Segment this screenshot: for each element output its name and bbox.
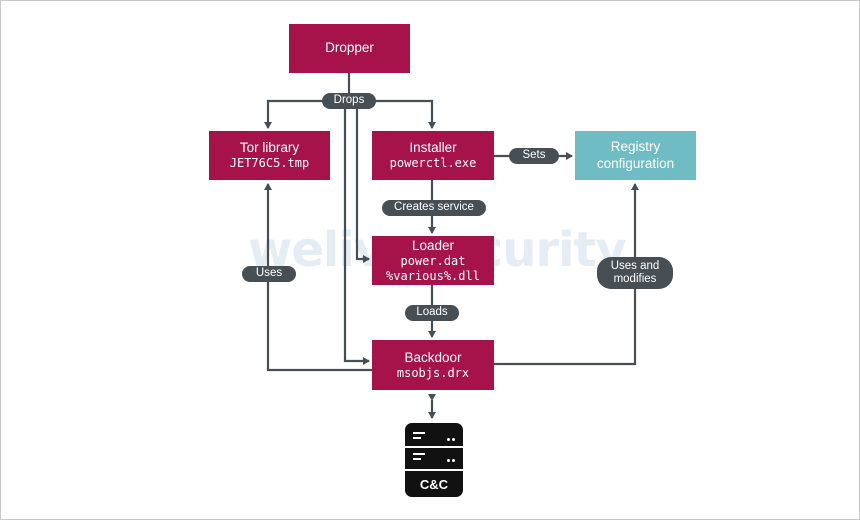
edge-uses-tor [264, 183, 372, 372]
loader-file-1: power.dat [400, 254, 466, 269]
backdoor-file: msobjs.drx [396, 365, 470, 380]
node-tor-library: Tor library JET76C5.tmp [209, 131, 330, 180]
cc-label: C&C [419, 477, 449, 492]
node-dropper: Dropper [289, 24, 410, 73]
edge-uses-modifies-registry [494, 183, 639, 366]
server-slot-line [413, 458, 421, 460]
backdoor-label: Backdoor [404, 349, 462, 365]
registry-label-line1: Registry [610, 139, 661, 155]
edge-drops-loader [355, 101, 370, 263]
node-installer: Installer powerctl.exe [372, 131, 494, 180]
loader-label: Loader [411, 238, 455, 254]
loader-file-2: %various%.dll [386, 268, 480, 283]
uses-and-modifies-line1: Uses and [610, 259, 660, 272]
edge-drops-installer [349, 99, 436, 129]
edge-label-loads: Loads [405, 305, 459, 321]
uses-and-modifies-line2: modifies [613, 273, 657, 285]
server-led [447, 438, 450, 441]
server-icon: C&C [405, 423, 463, 497]
dropper-label: Dropper [325, 40, 374, 56]
node-loader: Loader power.dat %various%.dll [372, 236, 494, 285]
server-slot-line [413, 432, 425, 434]
edge-label-uses: Uses [242, 266, 296, 282]
edge-label-uses-and-modifies: Uses and modifies [597, 257, 673, 289]
registry-label-line2: configuration [596, 155, 675, 171]
edge-label-creates-service: Creates service [382, 200, 486, 216]
server-slot-line [413, 453, 425, 455]
edge-label-sets: Sets [509, 148, 559, 164]
tor-library-file: JET76C5.tmp [229, 156, 310, 171]
installer-label: Installer [409, 140, 457, 156]
server-divider [405, 446, 463, 448]
server-led [447, 459, 450, 462]
server-led [452, 459, 455, 462]
installer-file: powerctl.exe [389, 156, 477, 171]
tor-library-label: Tor library [239, 140, 300, 156]
server-slot-line [413, 437, 421, 439]
server-led [452, 438, 455, 441]
edge-label-drops: Drops [322, 93, 376, 109]
server-divider [405, 469, 463, 471]
node-registry-configuration: Registry configuration [575, 131, 696, 180]
edge-drops-backdoor [343, 101, 370, 365]
node-backdoor: Backdoor msobjs.drx [372, 340, 494, 390]
